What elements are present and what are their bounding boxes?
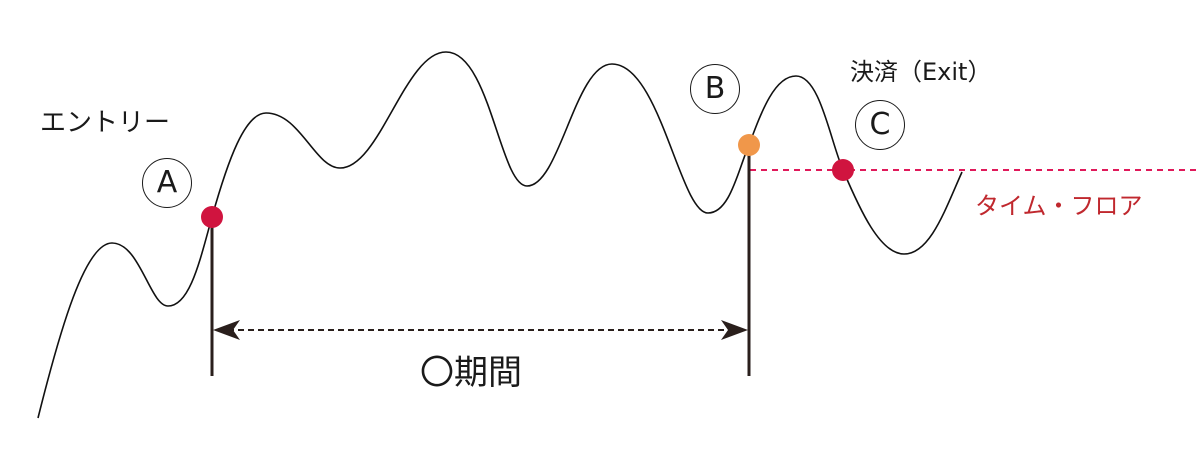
marker-a: A bbox=[142, 158, 192, 208]
exit-label: 決済（Exit） bbox=[850, 58, 992, 86]
marker-c: C bbox=[855, 100, 905, 150]
period-arrow-left-icon bbox=[213, 320, 240, 340]
marker-b: B bbox=[690, 64, 740, 114]
period-arrow-right-icon bbox=[721, 320, 748, 340]
period-label: 〇期間 bbox=[420, 353, 522, 393]
entry-point-a bbox=[201, 206, 223, 228]
entry-label: エントリー bbox=[40, 108, 171, 138]
exit-point-c bbox=[832, 159, 854, 181]
point-b bbox=[738, 134, 760, 156]
time-floor-label: タイム・フロア bbox=[975, 192, 1143, 220]
price-curve bbox=[37, 51, 963, 419]
